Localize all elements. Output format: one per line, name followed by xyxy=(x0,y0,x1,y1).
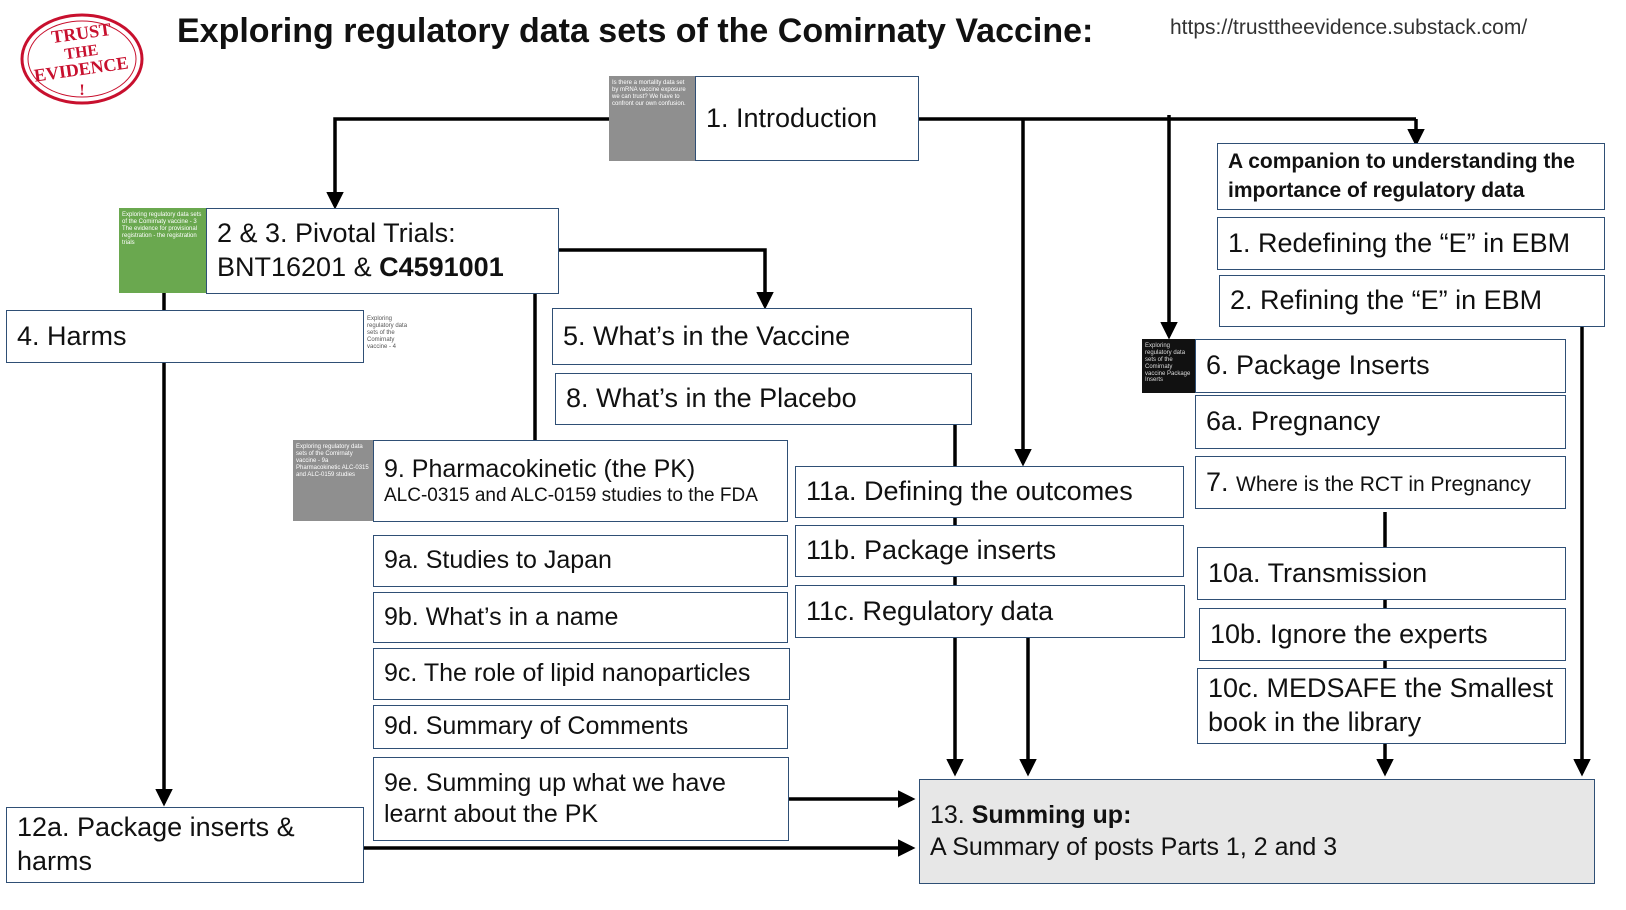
node-package-inserts-harms[interactable]: 12a. Package inserts & harms xyxy=(6,807,364,883)
intro-thumbnail: Is there a mortality data set by mRNA va… xyxy=(609,76,695,161)
pk-thumbnail: Exploring regulatory data sets of the Co… xyxy=(293,440,373,521)
node-ignore-experts[interactable]: 10b. Ignore the experts xyxy=(1199,608,1566,661)
node-introduction[interactable]: 1. Introduction xyxy=(695,76,919,161)
node-refining-e[interactable]: 2. Refining the “E” in EBM xyxy=(1219,275,1605,327)
svg-text:!: ! xyxy=(79,82,84,99)
node-pharmacokinetic[interactable]: 9. Pharmacokinetic (the PK) ALC-0315 and… xyxy=(373,440,788,522)
node-whats-in-vaccine[interactable]: 5. What’s in the Vaccine xyxy=(552,308,972,365)
node-whats-in-placebo[interactable]: 8. What’s in the Placebo xyxy=(555,373,972,425)
node-pregnancy[interactable]: 6a. Pregnancy xyxy=(1195,395,1566,449)
node-transmission[interactable]: 10a. Transmission xyxy=(1197,547,1566,600)
node-medsafe[interactable]: 10c. MEDSAFE the Smallest book in the li… xyxy=(1197,668,1566,744)
node-pk-summary[interactable]: 9e. Summing up what we have learnt about… xyxy=(373,757,789,841)
page-title: Exploring regulatory data sets of the Co… xyxy=(177,12,1094,50)
node-companion: A companion to understanding the importa… xyxy=(1217,143,1605,210)
package-inserts-thumbnail: Exploring regulatory data sets of the Co… xyxy=(1142,339,1195,393)
svg-text:TRUST: TRUST xyxy=(50,19,112,47)
harms-thumbnail: Exploring regulatory data sets of the Co… xyxy=(364,312,416,360)
node-package-inserts-6[interactable]: 6. Package Inserts xyxy=(1195,339,1566,393)
node-harms[interactable]: 4. Harms xyxy=(6,310,364,363)
node-studies-japan[interactable]: 9a. Studies to Japan xyxy=(373,535,788,587)
source-url[interactable]: https://trusttheevidence.substack.com/ xyxy=(1170,16,1528,39)
node-rct-pregnancy[interactable]: 7. Where is the RCT in Pregnancy xyxy=(1195,456,1566,509)
arrow-intro-to-pivotal xyxy=(326,117,610,210)
node-pivotal-trials[interactable]: 2 & 3. Pivotal Trials: BNT16201 & C45910… xyxy=(206,208,559,294)
pivotal-thumbnail: Exploring regulatory data sets of the Co… xyxy=(119,208,207,293)
node-whats-in-name[interactable]: 9b. What’s in a name xyxy=(373,592,788,643)
node-defining-outcomes[interactable]: 11a. Defining the outcomes xyxy=(795,466,1184,518)
node-redefining-e[interactable]: 1. Redefining the “E” in EBM xyxy=(1217,217,1605,270)
node-summing-up[interactable]: 13. Summing up: A Summary of posts Parts… xyxy=(919,779,1595,884)
node-summary-comments[interactable]: 9d. Summary of Comments xyxy=(373,705,788,749)
arrow-pivotal-to-vaccine xyxy=(559,248,774,310)
trust-the-evidence-logo: TRUST THE EVIDENCE ! xyxy=(20,13,144,105)
svg-text:THE: THE xyxy=(63,42,99,64)
node-regulatory-data[interactable]: 11c. Regulatory data xyxy=(795,585,1185,638)
node-lipid-nanoparticles[interactable]: 9c. The role of lipid nanoparticles xyxy=(373,648,790,700)
node-package-inserts-11b[interactable]: 11b. Package inserts xyxy=(795,525,1184,577)
